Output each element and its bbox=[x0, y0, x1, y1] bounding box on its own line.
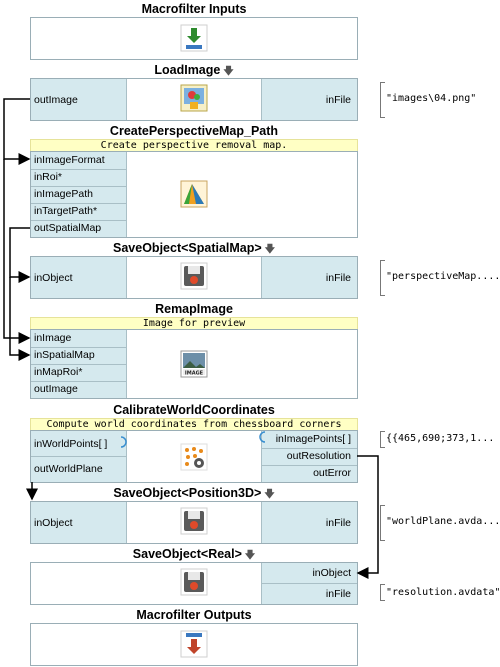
port-divider bbox=[31, 456, 126, 457]
load-image-icon bbox=[180, 84, 208, 112]
remap-block[interactable]: inImage inSpatialMap inMapRoi* outImage … bbox=[30, 329, 358, 399]
save-spatial-param-bracket bbox=[380, 260, 385, 296]
calibrate-in-image-points-port[interactable]: inImagePoints[ ] bbox=[275, 433, 351, 445]
calibrate-block[interactable]: inWorldPoints[ ] outWorldPlane inImagePo… bbox=[30, 430, 358, 483]
port-divider bbox=[31, 220, 126, 221]
create-map-in-image-path-port[interactable]: inImagePath bbox=[34, 188, 93, 200]
save-position-block[interactable]: inObject inFile bbox=[30, 501, 358, 544]
remap-title: RemapImage bbox=[155, 302, 233, 316]
save-position-in-file-value[interactable]: "worldPlane.avda... bbox=[386, 516, 500, 527]
port-divider bbox=[262, 448, 357, 449]
save-icon bbox=[180, 507, 208, 535]
port-divider bbox=[262, 583, 357, 584]
macrofilter-inputs-title: Macrofilter Inputs bbox=[141, 2, 247, 16]
calibrate-description: Compute world coordinates from chessboar… bbox=[30, 418, 358, 431]
save-real-in-file-port[interactable]: inFile bbox=[325, 588, 351, 600]
calibrate-out-error-port[interactable]: outError bbox=[313, 467, 351, 479]
calibrate-in-image-points-value[interactable]: {{465,690;373,1... bbox=[386, 433, 495, 444]
wire-outspatialmap-to-save[interactable] bbox=[9, 227, 31, 283]
save-spatial-left-ports bbox=[31, 257, 127, 298]
link-mode-icon[interactable] bbox=[118, 436, 128, 448]
load-image-param-bracket bbox=[380, 82, 385, 118]
calibrate-in-world-points-port[interactable]: inWorldPoints[ ] bbox=[34, 438, 108, 450]
create-map-left-ports bbox=[31, 152, 127, 237]
port-divider bbox=[31, 186, 126, 187]
load-image-block[interactable]: outImage inFile bbox=[30, 78, 358, 121]
create-map-block[interactable]: inImageFormat inRoi* inImagePath inTarge… bbox=[30, 151, 358, 238]
perspective-map-icon bbox=[180, 180, 208, 208]
save-real-title: SaveObject<Real>🡇 bbox=[132, 547, 256, 561]
remap-in-spatial-map-port[interactable]: inSpatialMap bbox=[34, 349, 95, 361]
save-spatial-block[interactable]: inObject inFile bbox=[30, 256, 358, 299]
wire-outresolution-to-save-real[interactable] bbox=[356, 455, 379, 579]
load-image-out-image-port[interactable]: outImage bbox=[34, 94, 78, 106]
save-spatial-title: SaveObject<SpatialMap>🡇 bbox=[113, 241, 275, 255]
wire-outimage-to-remap-inimage[interactable] bbox=[3, 159, 31, 344]
wire-outimage-to-inimageformat[interactable] bbox=[3, 98, 31, 165]
create-map-in-target-path-port[interactable]: inTargetPath* bbox=[34, 205, 98, 217]
expand-arrow-icon[interactable]: 🡇 bbox=[264, 489, 275, 500]
port-divider bbox=[31, 169, 126, 170]
save-spatial-in-file-value[interactable]: "perspectiveMap.... bbox=[386, 271, 500, 282]
port-divider bbox=[31, 381, 126, 382]
save-position-in-object-port[interactable]: inObject bbox=[34, 517, 73, 529]
remap-in-map-roi-port[interactable]: inMapRoi* bbox=[34, 366, 83, 378]
calibrate-icon bbox=[180, 443, 208, 471]
remap-description: Image for preview bbox=[30, 317, 358, 330]
create-map-description: Create perspective removal map. bbox=[30, 139, 358, 152]
port-divider bbox=[31, 347, 126, 348]
load-image-right-ports bbox=[261, 79, 357, 120]
expand-arrow-icon[interactable]: 🡇 bbox=[244, 550, 256, 561]
create-map-title: CreatePerspectiveMap_Path bbox=[109, 124, 279, 138]
save-spatial-right-ports bbox=[261, 257, 357, 298]
output-icon bbox=[180, 630, 208, 658]
macrofilter-outputs-block[interactable] bbox=[30, 623, 358, 666]
load-image-title: LoadImage🡇 bbox=[154, 63, 234, 77]
port-divider bbox=[31, 203, 126, 204]
port-divider bbox=[262, 465, 357, 466]
save-icon bbox=[180, 262, 208, 290]
load-image-left-ports bbox=[31, 79, 127, 120]
calibrate-title: CalibrateWorldCoordinates bbox=[113, 403, 275, 417]
macrofilter-inputs-block[interactable] bbox=[30, 17, 358, 60]
save-position-param-bracket bbox=[380, 505, 385, 541]
save-spatial-in-file-port[interactable]: inFile bbox=[325, 272, 351, 284]
remap-out-image-port[interactable]: outImage bbox=[34, 383, 78, 395]
save-real-in-file-value[interactable]: "resolution.avdata" bbox=[386, 587, 500, 598]
expand-arrow-icon[interactable]: 🡇 bbox=[223, 66, 234, 77]
wire-outspatialmap-to-remap[interactable] bbox=[9, 277, 31, 361]
calibrate-param-bracket bbox=[380, 431, 385, 448]
save-spatial-in-object-port[interactable]: inObject bbox=[34, 272, 73, 284]
calibrate-out-resolution-port[interactable]: outResolution bbox=[286, 450, 351, 462]
link-mode-icon[interactable] bbox=[258, 431, 268, 443]
port-divider bbox=[31, 364, 126, 365]
input-icon bbox=[180, 24, 208, 52]
save-position-left-ports bbox=[31, 502, 127, 543]
save-position-in-file-port[interactable]: inFile bbox=[325, 517, 351, 529]
save-real-block[interactable]: inObject inFile bbox=[30, 562, 358, 605]
save-real-param-bracket bbox=[380, 584, 385, 601]
create-map-in-roi-port[interactable]: inRoi* bbox=[34, 171, 63, 183]
load-image-in-file-value[interactable]: "images\04.png" bbox=[386, 93, 477, 104]
save-position-right-ports bbox=[261, 502, 357, 543]
save-position-title: SaveObject<Position3D>🡇 bbox=[113, 486, 275, 500]
calibrate-out-world-plane-port[interactable]: outWorldPlane bbox=[34, 463, 103, 475]
save-real-in-object-port[interactable]: inObject bbox=[312, 567, 351, 579]
remap-image-icon: IMAGE bbox=[180, 350, 208, 378]
create-map-in-image-format-port[interactable]: inImageFormat bbox=[34, 154, 105, 166]
macrofilter-outputs-title: Macrofilter Outputs bbox=[136, 608, 252, 622]
load-image-in-file-port[interactable]: inFile bbox=[325, 94, 351, 106]
svg-text:IMAGE: IMAGE bbox=[185, 371, 204, 377]
remap-in-image-port[interactable]: inImage bbox=[34, 332, 72, 344]
calibrate-right-ports bbox=[261, 431, 357, 482]
create-map-out-spatial-map-port[interactable]: outSpatialMap bbox=[34, 222, 102, 234]
expand-arrow-icon[interactable]: 🡇 bbox=[264, 244, 275, 255]
save-icon bbox=[180, 568, 208, 596]
